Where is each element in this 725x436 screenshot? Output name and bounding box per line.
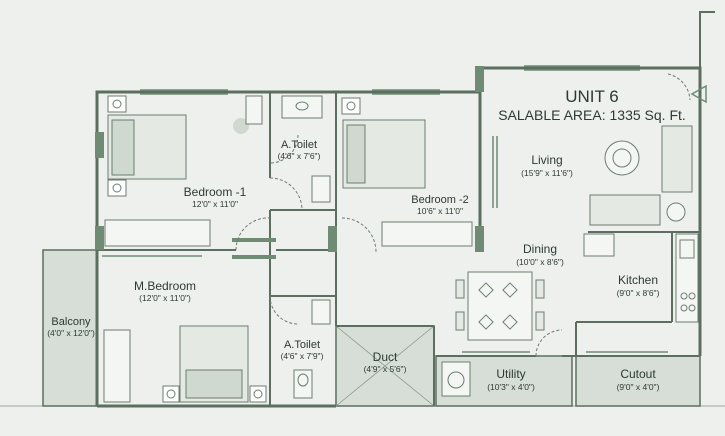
cutout-label: Cutout [620, 367, 656, 381]
door-swings [235, 134, 563, 357]
walls [95, 11, 715, 408]
toilet1-label: A.Toilet [281, 139, 317, 151]
master-bedroom-label: M.Bedroom [134, 279, 196, 293]
toilet1-dim: (4'6" x 7'6") [278, 151, 321, 161]
north-arrow-icon [690, 84, 707, 104]
cutout-area [575, 355, 701, 407]
living-label: Living [531, 153, 562, 167]
bedroom1-label: Bedroom -1 [184, 185, 247, 199]
bedroom2-dim: 10'6" x 11'0" [417, 206, 463, 216]
kitchen-dim: (9'0" x 8'6") [617, 288, 660, 298]
utility-dim: (10'3" x 4'0") [487, 382, 535, 392]
windows [102, 65, 668, 353]
master-bedroom-dim: (12'0" x 11'0") [139, 293, 191, 303]
balcony-label: Balcony [51, 316, 91, 328]
cutout-dim: (9'0" x 4'0") [617, 382, 660, 392]
column-accents [95, 66, 484, 259]
living-furniture [583, 125, 693, 257]
washing-machine [441, 361, 471, 397]
toilet-fixtures [281, 95, 331, 399]
balcony-dim: (4'0" x 12'0") [47, 328, 95, 338]
duct-label: Duct [373, 350, 398, 364]
bedroom1-furniture [104, 95, 263, 247]
master-bedroom-furniture [103, 325, 267, 403]
toilet2-dim: (4'6" x 7'9") [281, 351, 324, 361]
bedroom1-dim: 12'0" x 11'0" [192, 199, 238, 209]
dining-dim: (10'0" x 8'6") [516, 257, 564, 267]
duct-dim: (4'9" x 5'6") [364, 364, 407, 374]
bedroom2-label: Bedroom -2 [411, 194, 468, 206]
bedroom2-furniture [341, 97, 473, 247]
unit-title: UNIT 6 [565, 87, 619, 106]
kitchen-label: Kitchen [618, 273, 658, 287]
kitchen-counter [675, 233, 699, 323]
salable-area: SALABLE AREA: 1335 Sq. Ft. [498, 107, 686, 123]
utility-label: Utility [496, 367, 525, 381]
living-dim: (15'9" x 11'6") [521, 168, 573, 178]
dining-label: Dining [523, 242, 557, 256]
dining-table [455, 271, 545, 341]
toilet2-label: A.Toilet [284, 339, 320, 351]
